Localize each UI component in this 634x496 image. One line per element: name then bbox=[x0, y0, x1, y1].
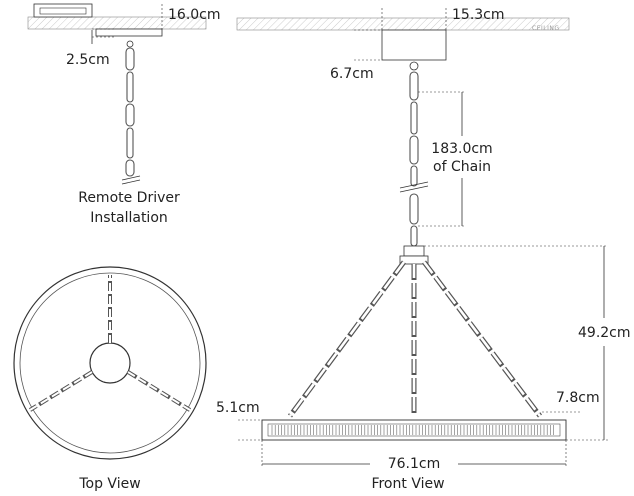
front-canopy-height-label: 6.7cm bbox=[330, 66, 374, 82]
top-view-chains bbox=[28, 275, 192, 412]
front-view-drawing bbox=[236, 8, 608, 468]
canopy bbox=[381, 29, 447, 61]
ring-shade bbox=[261, 419, 567, 441]
ring-diameter-label: 76.1cm bbox=[387, 456, 441, 472]
ceiling-hatch-right bbox=[236, 17, 570, 31]
remote-canopy-height-label: 2.5cm bbox=[66, 52, 110, 68]
front-canopy-width-label: 15.3cm bbox=[452, 7, 505, 23]
remote-canopy-width-label: 16.0cm bbox=[168, 7, 221, 23]
remote-driver-caption-line2: Installation bbox=[90, 210, 168, 226]
remote-driver-installation bbox=[27, 3, 207, 185]
front-view-caption: Front View bbox=[371, 476, 445, 492]
remote-driver-caption-line1: Remote Driver bbox=[78, 190, 180, 206]
ring-ribs bbox=[271, 425, 554, 435]
hub bbox=[403, 245, 425, 257]
ceiling-plate-left bbox=[95, 28, 163, 37]
ring-height-right-label: 7.8cm bbox=[556, 390, 600, 406]
fixture-height-label: 49.2cm bbox=[578, 325, 631, 341]
top-view-drawing bbox=[13, 266, 207, 460]
ring-height-left-label: 5.1cm bbox=[216, 400, 260, 416]
chain-left bbox=[125, 47, 135, 177]
chain-length-label-line2: of Chain bbox=[433, 159, 491, 175]
suspension-chains bbox=[287, 260, 542, 418]
top-view-caption: Top View bbox=[79, 476, 141, 492]
chain-length-label-line1: 183.0cm bbox=[431, 141, 493, 157]
chain-center bbox=[409, 71, 419, 247]
ceiling-tag: CEILING bbox=[532, 25, 560, 32]
